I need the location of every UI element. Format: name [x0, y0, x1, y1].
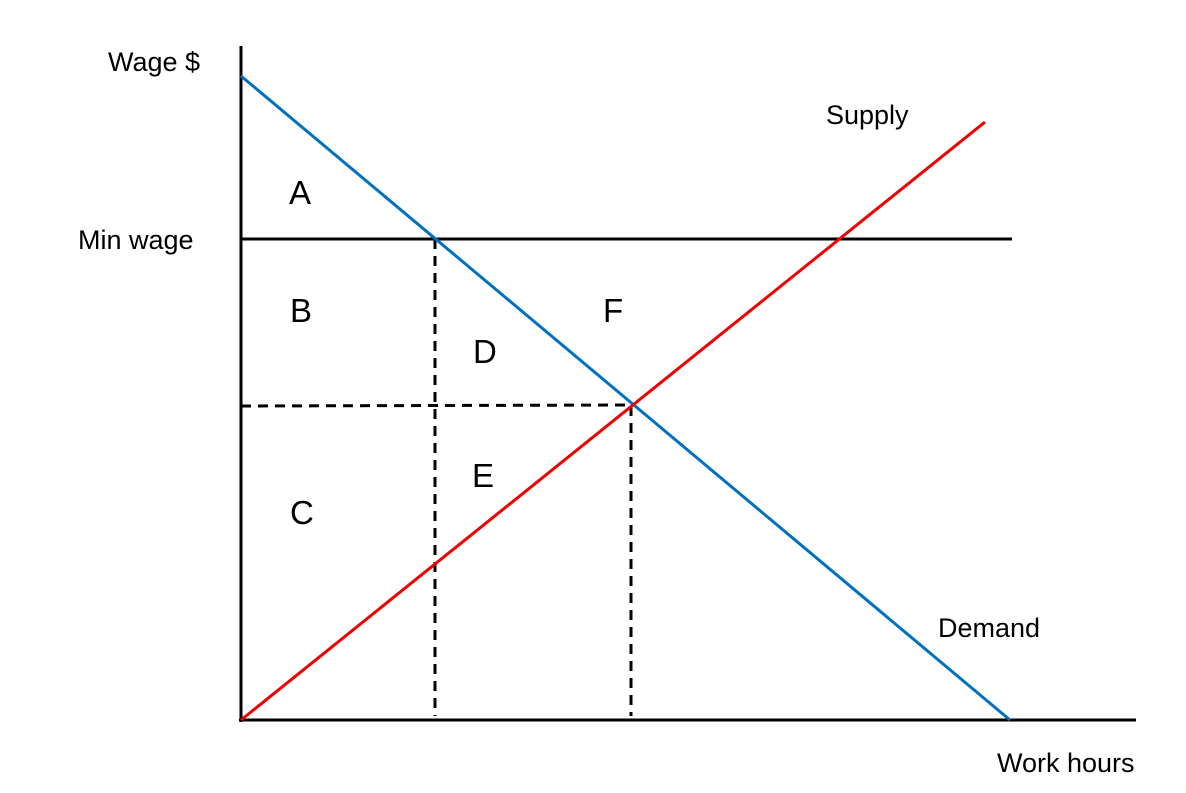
- region-c-label: C: [290, 494, 314, 531]
- supply-curve: [240, 120, 986, 722]
- region-a-label: A: [289, 174, 311, 211]
- demand-label: Demand: [938, 613, 1040, 643]
- supply-label: Supply: [826, 100, 909, 130]
- demand-curve: [240, 74, 1011, 722]
- min-wage-label: Min wage: [78, 225, 194, 255]
- equilibrium-wage-dashed-line: [240, 403, 632, 408]
- region-b-label: B: [290, 292, 312, 329]
- x-axis-label: Work hours: [997, 748, 1135, 778]
- region-d-label: D: [473, 333, 497, 370]
- y-axis-label: Wage $: [108, 47, 200, 77]
- region-e-label: E: [472, 457, 494, 494]
- region-f-label: F: [603, 292, 623, 329]
